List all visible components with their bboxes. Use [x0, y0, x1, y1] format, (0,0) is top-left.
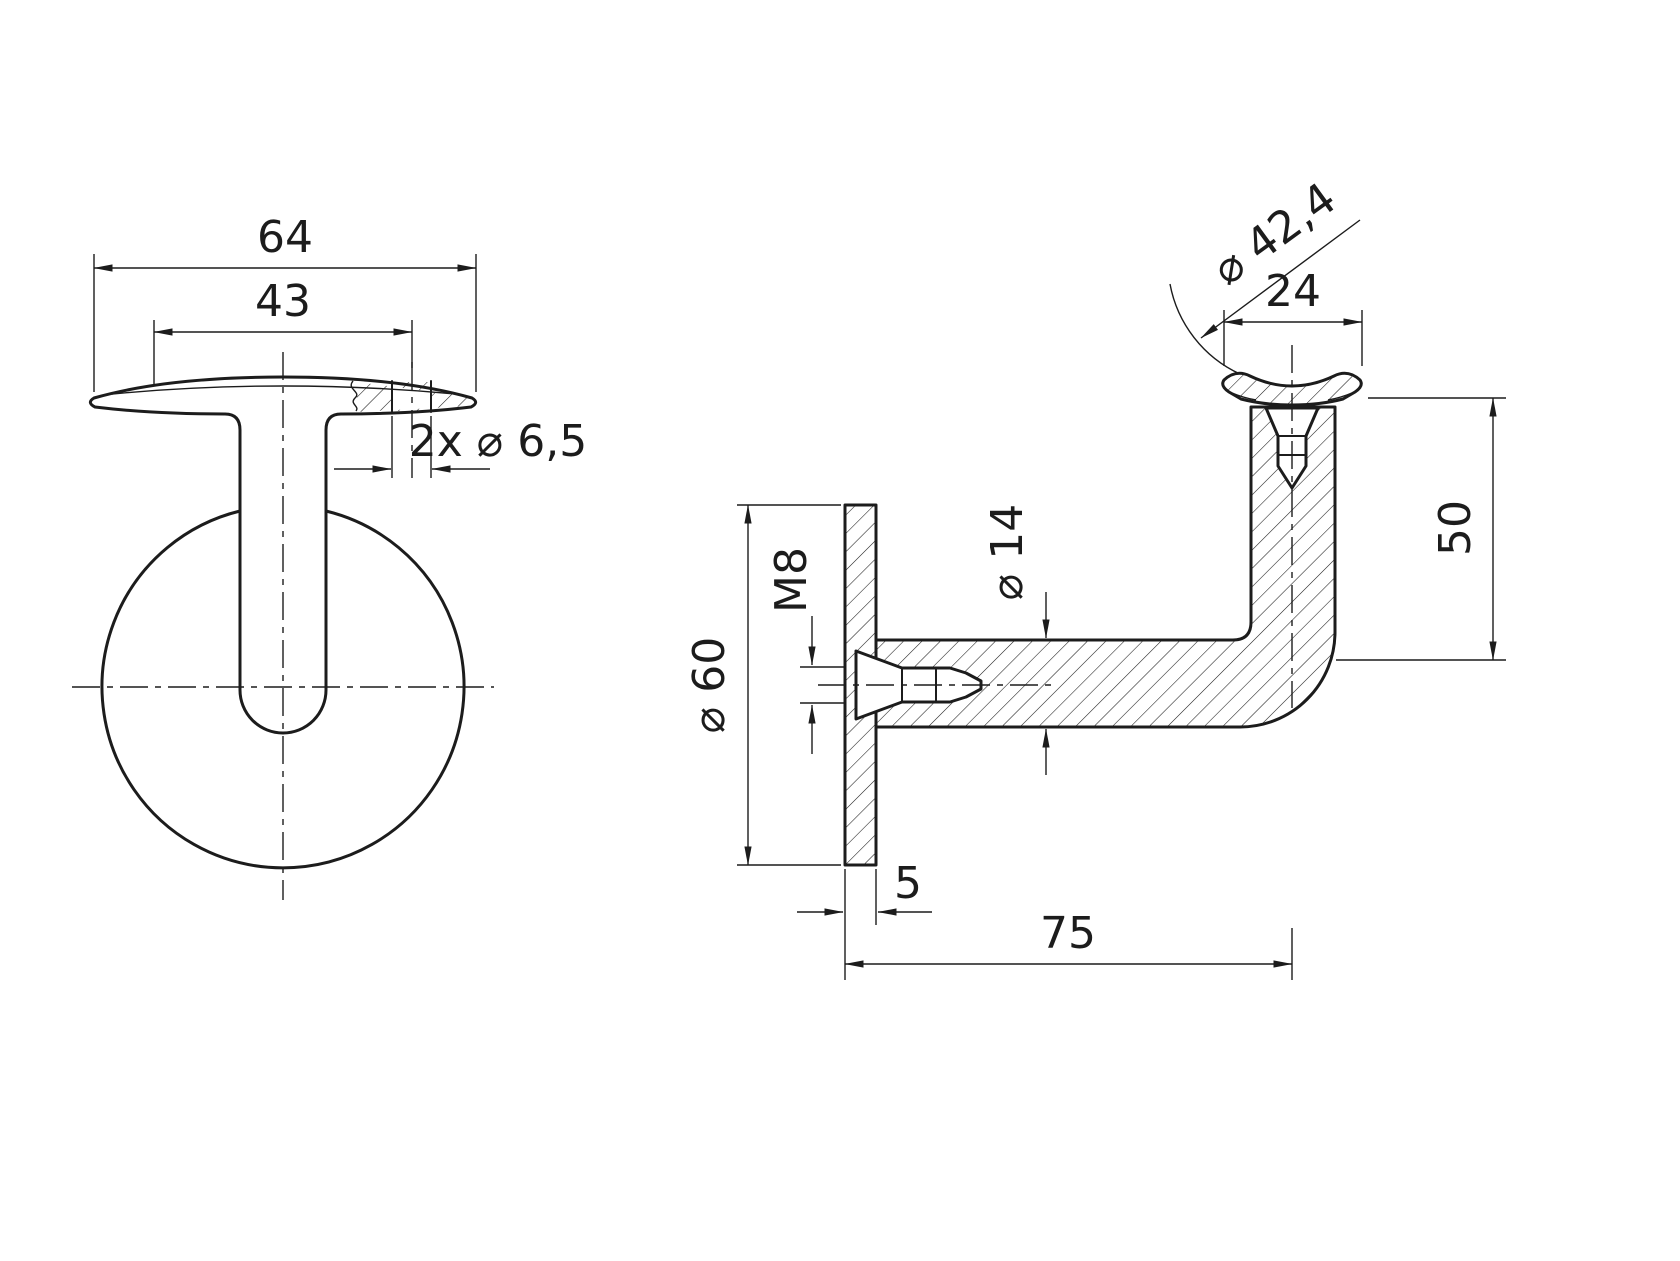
extension-lines — [737, 504, 841, 866]
dim-reach: 75 — [844, 908, 1293, 980]
dim-plate-width: 64 — [93, 212, 477, 392]
plate-and-stem-outline — [88, 375, 478, 735]
saddle — [1221, 371, 1363, 407]
dim-reach-label: 75 — [1040, 908, 1096, 959]
dim-thread-label: M8 — [766, 547, 817, 613]
saddle-curl-edges — [1231, 392, 1353, 401]
extension-lines — [391, 416, 432, 478]
leader-line — [1200, 219, 1361, 339]
dim-hole-spacing: 43 — [153, 276, 413, 384]
extension-lines — [1223, 310, 1363, 366]
dim-flange-dia: ⌀ 60 — [684, 504, 841, 866]
extension-lines — [93, 254, 477, 392]
side-view: ⌀ 60 M8 ⌀ 14 50 24 ⌀ — [684, 173, 1506, 980]
saddle-inner-edge — [111, 385, 457, 395]
dim-plate-thickness: 5 — [797, 858, 932, 980]
dim-holes-label: 2x ⌀ 6,5 — [409, 416, 587, 467]
front-view: 64 43 2x ⌀ 6,5 — [72, 212, 587, 900]
dim-hole-spacing-label: 43 — [255, 276, 311, 327]
dim-arm-dia: ⌀ 14 — [982, 504, 1050, 775]
section-break-line — [350, 380, 358, 412]
bracket-arm — [874, 405, 1337, 729]
dim-height-label: 50 — [1430, 500, 1481, 556]
dim-plate-thickness-label: 5 — [894, 858, 922, 909]
dim-saddle-width-label: 24 — [1265, 266, 1321, 317]
dim-thread: M8 — [766, 547, 845, 754]
dim-arm-dia-label: ⌀ 14 — [982, 504, 1033, 600]
plate-section-hatching — [357, 382, 470, 412]
dim-plate-width-label: 64 — [257, 212, 313, 263]
extension-lines — [1336, 397, 1506, 661]
dim-flange-dia-label: ⌀ 60 — [684, 637, 735, 733]
dim-saddle-width: 24 — [1223, 266, 1363, 366]
handrail-reference-arc — [1169, 283, 1241, 375]
dim-height: 50 — [1336, 397, 1506, 661]
hole-edges — [391, 380, 432, 413]
dim-holes: 2x ⌀ 6,5 — [334, 416, 587, 478]
extension-lines — [800, 666, 845, 704]
